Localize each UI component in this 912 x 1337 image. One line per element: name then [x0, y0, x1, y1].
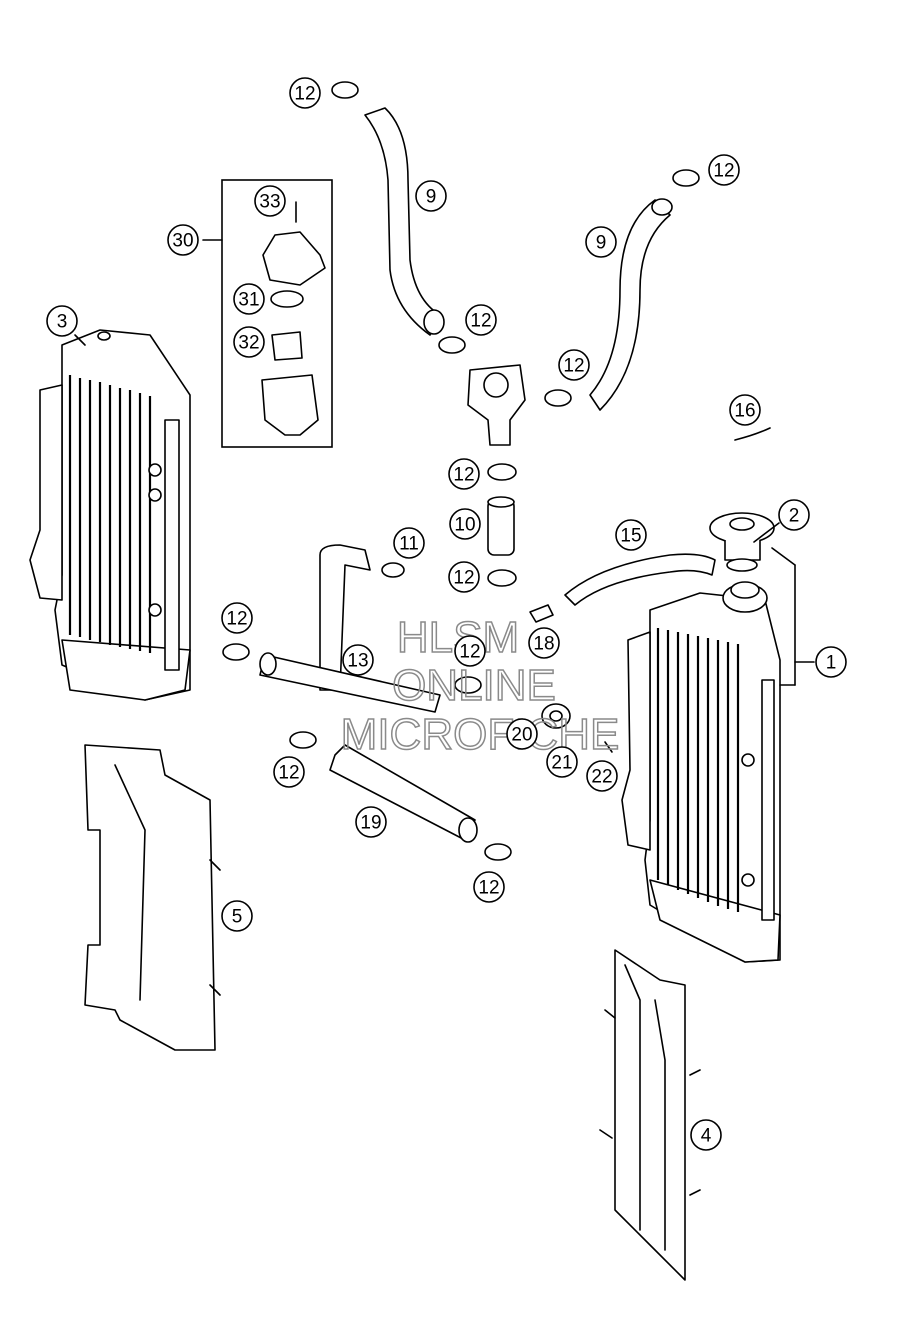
callout-number: 18 — [533, 634, 554, 655]
callout-number: 10 — [454, 515, 475, 536]
watermark-line-3: MICROFICHE — [341, 710, 620, 759]
callout-32: 32 — [233, 326, 265, 358]
callout-12: 12 — [289, 77, 321, 109]
callout-number: 5 — [232, 907, 243, 928]
callout-number: 9 — [426, 187, 437, 208]
callout-33: 33 — [254, 185, 286, 217]
callout-number: 12 — [563, 356, 584, 377]
callout-12: 12 — [473, 871, 505, 903]
callout-12: 12 — [708, 154, 740, 186]
upper-right-hose-part — [589, 198, 673, 411]
callout-number: 33 — [259, 192, 280, 213]
callout-number: 31 — [238, 290, 259, 311]
callout-number: 19 — [360, 813, 381, 834]
right-shroud-part — [599, 949, 701, 1281]
left-shroud-part — [84, 744, 221, 1051]
callout-21: 21 — [546, 746, 578, 778]
callout-9: 9 — [585, 226, 617, 258]
callout-9: 9 — [415, 180, 447, 212]
callout-number: 12 — [470, 311, 491, 332]
pump-housing-part — [467, 364, 526, 446]
callout-number: 4 — [701, 1126, 712, 1147]
callout-12: 12 — [558, 349, 590, 381]
callout-1: 1 — [815, 646, 847, 678]
callout-2: 2 — [778, 499, 810, 531]
lower-bent-hose-part — [259, 544, 441, 713]
callout-15: 15 — [615, 519, 647, 551]
callout-number: 12 — [478, 878, 499, 899]
callout-12: 12 — [465, 304, 497, 336]
callout-number: 13 — [347, 651, 368, 672]
callout-number: 12 — [713, 161, 734, 182]
callout-number: 32 — [238, 333, 259, 354]
callout-number: 21 — [551, 753, 572, 774]
callout-number: 12 — [459, 642, 480, 663]
callout-number: 12 — [226, 609, 247, 630]
thermostat-group-box — [202, 179, 333, 448]
hose-clamps — [222, 81, 700, 861]
callout-20: 20 — [506, 718, 538, 750]
callout-5: 5 — [221, 900, 253, 932]
callout-12: 12 — [221, 602, 253, 634]
radiator-cap-part — [709, 512, 775, 572]
callout-number: 16 — [734, 401, 755, 422]
callout-19: 19 — [355, 806, 387, 838]
callout-4: 4 — [690, 1119, 722, 1151]
callout-18: 18 — [528, 627, 560, 659]
leader-lines — [74, 334, 815, 686]
callout-12: 12 — [448, 561, 480, 593]
callout-10: 10 — [449, 508, 481, 540]
callout-number: 20 — [511, 725, 532, 746]
callout-number: 15 — [620, 526, 641, 547]
callout-labels: 1234599101112121212121212121212131516181… — [46, 77, 847, 1151]
callout-11: 11 — [393, 527, 425, 559]
callout-number: 3 — [57, 312, 68, 333]
overflow-hose-part — [564, 553, 716, 606]
lower-straight-hose-part — [329, 744, 478, 843]
callout-12: 12 — [448, 458, 480, 490]
callout-31: 31 — [233, 283, 265, 315]
callout-number: 12 — [453, 568, 474, 589]
short-hose-part — [487, 496, 515, 556]
callout-22: 22 — [586, 760, 618, 792]
callout-number: 9 — [596, 233, 607, 254]
callout-number: 12 — [278, 763, 299, 784]
callout-13: 13 — [342, 644, 374, 676]
left-radiator-part — [29, 329, 191, 701]
callout-12: 12 — [454, 635, 486, 667]
callout-number: 12 — [294, 84, 315, 105]
upper-left-hose-part — [364, 107, 445, 336]
callout-12: 12 — [273, 756, 305, 788]
callout-16: 16 — [729, 394, 761, 426]
callout-3: 3 — [46, 305, 78, 337]
callout-number: 30 — [172, 231, 193, 252]
callout-number: 11 — [399, 534, 419, 555]
callout-number: 2 — [789, 506, 800, 527]
callout-number: 22 — [591, 767, 612, 788]
callout-number: 12 — [453, 465, 474, 486]
right-radiator-part — [621, 581, 781, 963]
watermark-line-2: ONLINE — [392, 661, 556, 710]
misc-small-parts — [529, 427, 771, 753]
callout-30: 30 — [167, 224, 199, 256]
callout-number: 1 — [826, 653, 837, 674]
